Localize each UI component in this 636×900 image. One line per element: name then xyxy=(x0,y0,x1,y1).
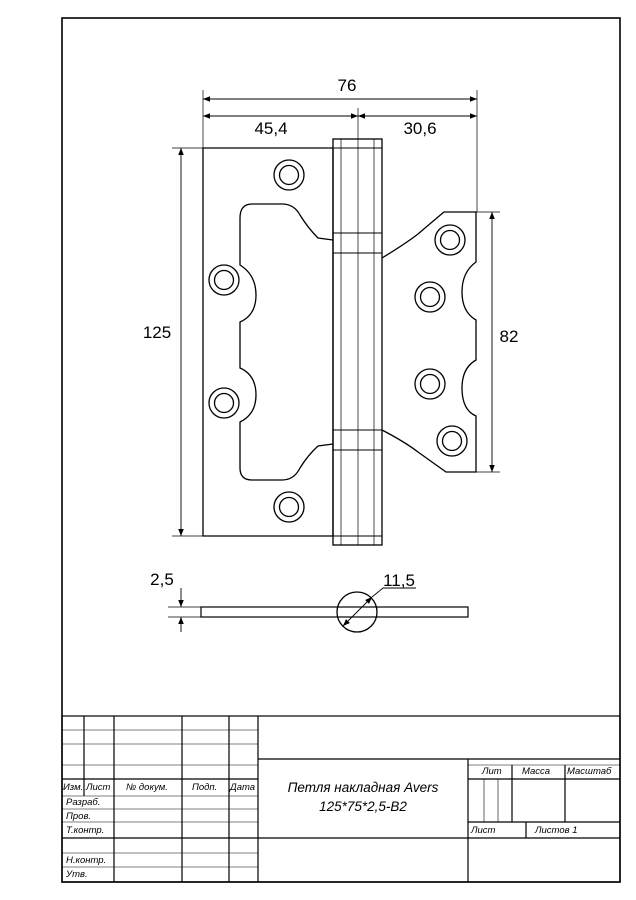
screw-hole xyxy=(414,281,446,313)
right-leaf-outline xyxy=(381,211,477,473)
tb-sheet-label: Лист xyxy=(470,825,496,836)
dim-height: 125 xyxy=(143,323,171,342)
knuckle-section xyxy=(336,591,378,633)
title-block: Изм. Лист № докум. Подп. Дата Разраб. Пр… xyxy=(61,715,621,883)
screw-hole xyxy=(273,491,305,523)
dim-overall-width: 76 xyxy=(338,76,357,95)
tb-role: Утв. xyxy=(65,869,88,880)
tb-role: Н.контр. xyxy=(66,855,106,866)
dimensions: 76 45,4 30,6 125 82 xyxy=(143,76,519,537)
screw-hole xyxy=(208,264,240,296)
tb-mass-label: Масса xyxy=(522,766,550,777)
left-leaf-cutout xyxy=(239,203,334,481)
tb-header-date: Дата xyxy=(229,782,255,793)
tb-title-line1: Петля накладная Avers xyxy=(288,780,439,795)
dim-knuckle-diameter: 11,5 xyxy=(383,571,415,590)
tb-role: Т.контр. xyxy=(66,825,104,836)
dim-left-width: 45,4 xyxy=(254,119,287,138)
tb-scale-label: Масштаб xyxy=(567,766,612,777)
tb-header-sign: Подп. xyxy=(192,782,217,793)
screw-hole xyxy=(436,425,468,457)
tb-title-line2: 125*75*2,5-В2 xyxy=(319,799,407,814)
tb-sheets-label: Листов 1 xyxy=(534,825,578,836)
dim-thickness: 2,5 xyxy=(150,570,174,589)
screw-hole xyxy=(273,159,305,191)
dim-right-width: 30,6 xyxy=(403,119,436,138)
hinge-front-view xyxy=(202,138,477,546)
tb-header-doc: № докум. xyxy=(126,782,168,793)
tb-header-izm: Изм. xyxy=(63,782,83,793)
tb-lit-label: Лит xyxy=(481,766,502,777)
tb-role: Разраб. xyxy=(66,797,100,808)
tb-header-list: Лист xyxy=(85,782,111,793)
tb-role: Пров. xyxy=(66,811,91,822)
knuckle xyxy=(332,138,383,546)
screw-hole xyxy=(208,387,240,419)
screw-holes xyxy=(208,159,468,523)
screw-hole xyxy=(414,368,446,400)
screw-hole xyxy=(434,224,466,256)
dim-wing-height: 82 xyxy=(500,327,519,346)
left-leaf-outline xyxy=(202,147,334,537)
hinge-side-view: 11,5 2,5 xyxy=(150,570,469,633)
